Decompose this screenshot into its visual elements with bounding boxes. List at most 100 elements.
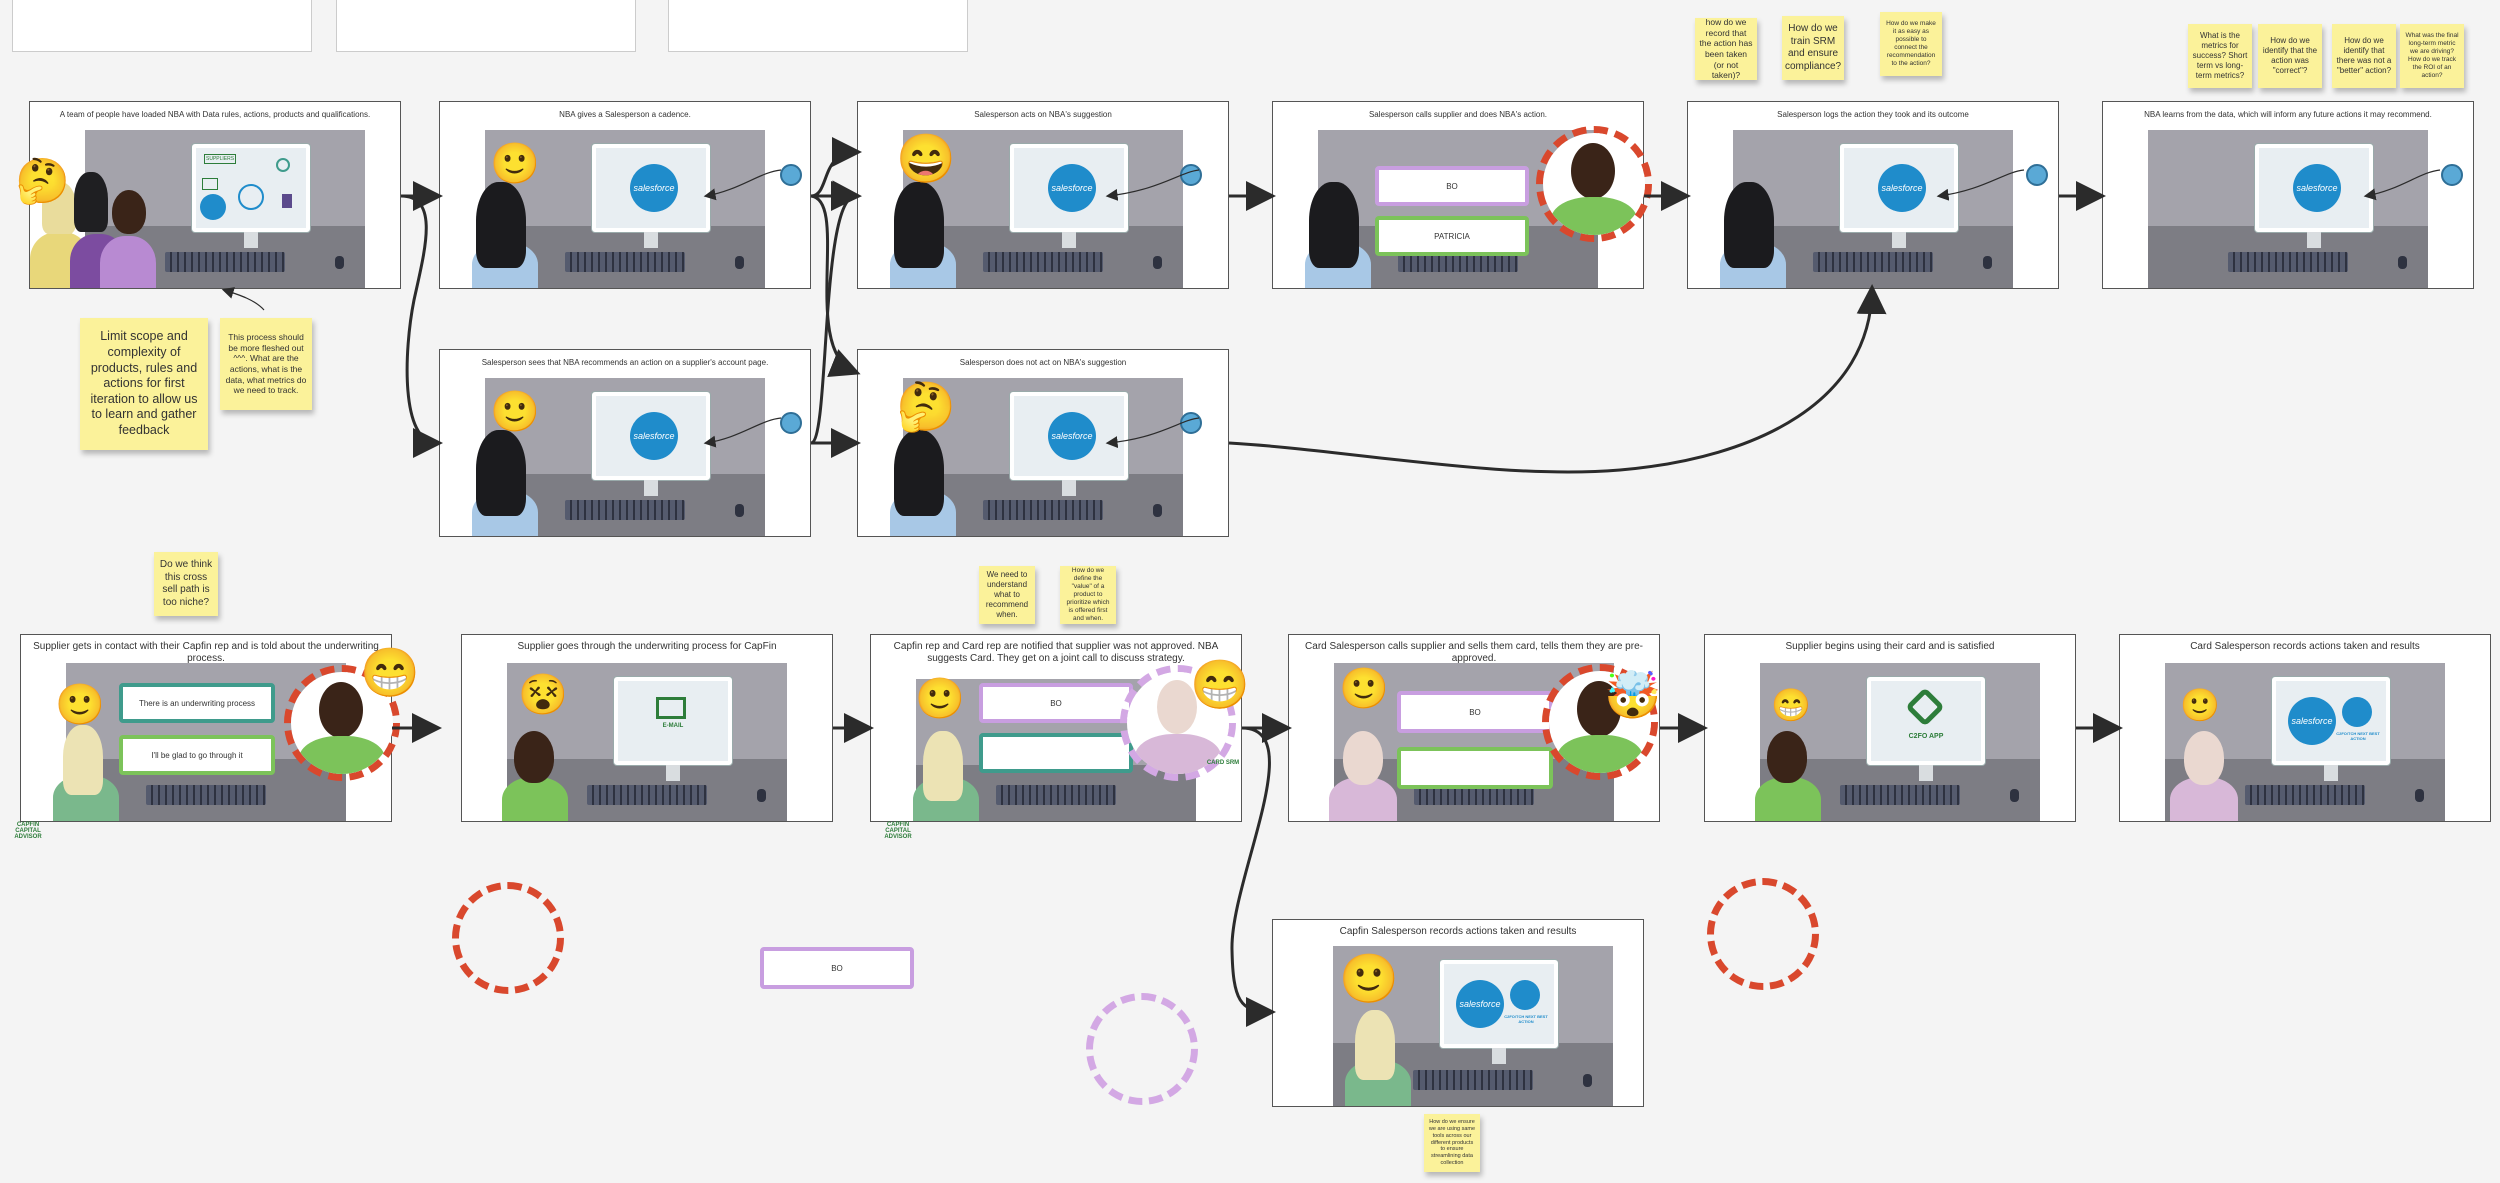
nba-icon <box>1180 164 1202 186</box>
slightly-smiling-face-emoji: 🙂 <box>915 677 965 721</box>
dizzy-face-emoji: 😵 <box>518 673 568 717</box>
monitor: C2FO APP <box>1867 677 1985 781</box>
empty-frame <box>12 0 312 52</box>
frame-supplier-uses-card[interactable]: Supplier begins using their card and is … <box>1704 634 2076 822</box>
data-icon <box>276 158 290 172</box>
keyboard <box>146 785 266 805</box>
slightly-smiling-face-emoji: 🙂 <box>490 390 540 434</box>
sticky-note[interactable]: Limit scope and complexity of products, … <box>80 318 208 450</box>
sticky-note[interactable]: This process should be more fleshed out … <box>220 318 312 410</box>
office-scene: C2FO APP <box>1760 663 2040 821</box>
salesforce-logo: salesforce <box>1048 412 1096 460</box>
nba-logo <box>238 184 264 210</box>
nba-label: C2FO/TCH NEXT BEST ACTION <box>2336 731 2380 741</box>
sticky-note[interactable]: How do we define the "value" of a produc… <box>1060 566 1116 624</box>
sticky-note[interactable]: How do we identify that there was not a … <box>2332 24 2396 88</box>
speech-bubble-bo: BO <box>979 683 1133 723</box>
speech-bubble-patricia: PATRICIA <box>1375 216 1529 256</box>
speech-bubble-empty <box>979 733 1133 773</box>
monitor: salesforce <box>592 392 710 496</box>
frame-title: Salesperson calls supplier and does NBA'… <box>1368 110 1548 119</box>
monitor: salesforce <box>1010 392 1128 496</box>
keyboard <box>565 252 685 272</box>
empty-frame <box>668 0 968 52</box>
mouse <box>335 256 344 269</box>
salesforce-logo: salesforce <box>630 164 678 212</box>
keyboard <box>1414 785 1534 805</box>
supplier-portrait-highlight <box>1536 126 1652 242</box>
sticky-note[interactable]: Do we think this cross sell path is too … <box>154 552 218 616</box>
capfin-rep <box>911 731 981 821</box>
frame-salesperson-sees-recommendation[interactable]: Salesperson sees that NBA recommends an … <box>439 349 811 537</box>
frame-title: NBA gives a Salesperson a cadence. <box>559 110 691 119</box>
sticky-note[interactable]: We need to understand what to recommend … <box>979 566 1035 624</box>
email-label: E-MAIL <box>662 723 684 729</box>
mouse <box>1153 504 1162 517</box>
c2fo-app-label: C2FO APP <box>1908 733 1944 740</box>
salesforce-logo: salesforce <box>1878 164 1926 212</box>
empty-frame <box>336 0 636 52</box>
frame-title: A team of people have loaded NBA with Da… <box>59 110 371 119</box>
monitor: E-MAIL <box>614 677 732 781</box>
sticky-note[interactable]: How do we identify that the action was "… <box>2258 24 2322 88</box>
sticky-note[interactable]: How do we make it as easy as possible to… <box>1880 12 1942 76</box>
sticky-note[interactable]: How do we ensure we are using same tools… <box>1424 1114 1480 1172</box>
frame-salesperson-acts[interactable]: Salesperson acts on NBA's suggestion sal… <box>857 101 1229 289</box>
supplier-portrait-highlight <box>1542 664 1658 780</box>
envelope-icon <box>656 697 686 719</box>
salesforce-logo: salesforce <box>1048 164 1096 212</box>
mouse <box>735 256 744 269</box>
dashed-circle <box>1707 878 1819 990</box>
grinning-face-emoji: 😁 <box>360 647 420 700</box>
keyboard <box>1840 785 1960 805</box>
exploding-head-emoji: 🤯 <box>1604 669 1662 721</box>
frame-title: Supplier gets in contact with their Capf… <box>33 641 379 664</box>
speech-bubble-empty <box>1397 747 1553 789</box>
frame-card-salesperson-records[interactable]: Card Salesperson records actions taken a… <box>2119 634 2491 822</box>
card-salesperson <box>2170 731 2240 821</box>
dashed-circle <box>452 882 564 994</box>
frame-underwriting-process[interactable]: Supplier goes through the underwriting p… <box>461 634 833 822</box>
salesforce-logo: salesforce <box>2293 164 2341 212</box>
frame-nba-gives-cadence[interactable]: NBA gives a Salesperson a cadence. sales… <box>439 101 811 289</box>
monitor: salesforce <box>1010 144 1128 248</box>
sticky-note[interactable]: How do we train SRM and ensure complianc… <box>1782 16 1844 80</box>
frame-nba-learns[interactable]: NBA learns from the data, which will inf… <box>2102 101 2474 289</box>
keyboard <box>2245 785 2365 805</box>
nba-icon <box>2441 164 2463 186</box>
monitor: SUPPLIERS <box>192 144 310 248</box>
salesperson <box>1303 182 1373 288</box>
supplier <box>1755 731 1825 821</box>
keyboard <box>1813 252 1933 272</box>
supplier-portrait <box>291 672 393 774</box>
monitor: salesforce C2FO/TCH NEXT BEST ACTION <box>1440 960 1558 1064</box>
loose-speech-bubble-bo[interactable]: BO <box>760 947 914 989</box>
nba-icon <box>2026 164 2048 186</box>
sticky-note[interactable]: What is the metrics for success? Short t… <box>2188 24 2252 88</box>
mouse <box>1983 256 1992 269</box>
grinning-face-emoji: 😄 <box>896 133 956 186</box>
capfin-rep <box>51 725 121 821</box>
arrow <box>809 180 862 445</box>
monitor: salesforce <box>592 144 710 248</box>
card-srm-label: CARD SRM <box>1206 760 1240 766</box>
mouse <box>2415 789 2424 802</box>
keyboard <box>983 252 1103 272</box>
slightly-smiling-face-emoji: 🙂 <box>1339 667 1389 711</box>
salesforce-logo: salesforce <box>630 412 678 460</box>
frame-team-loads-nba[interactable]: A team of people have loaded NBA with Da… <box>29 101 401 289</box>
frame-title: Salesperson does not act on NBA's sugges… <box>959 358 1127 367</box>
speech-bubble-underwriting: There is an underwriting process <box>119 683 275 723</box>
frame-capfin-salesperson-records[interactable]: Capfin Salesperson records actions taken… <box>1272 919 1644 1107</box>
frame-salesperson-does-not-act[interactable]: Salesperson does not act on NBA's sugges… <box>857 349 1229 537</box>
slightly-smiling-face-emoji: 🙂 <box>1339 953 1399 1006</box>
nba-logo <box>2342 697 2372 727</box>
frame-salesperson-logs-action[interactable]: Salesperson logs the action they took an… <box>1687 101 2059 289</box>
arrow <box>1228 284 1887 474</box>
mouse <box>2010 789 2019 802</box>
sticky-note[interactable]: how do we record that the action has bee… <box>1695 17 1757 80</box>
mouse <box>1153 256 1162 269</box>
salesperson <box>888 430 958 536</box>
sticky-note[interactable]: What was the final long-term metric we a… <box>2400 24 2464 88</box>
